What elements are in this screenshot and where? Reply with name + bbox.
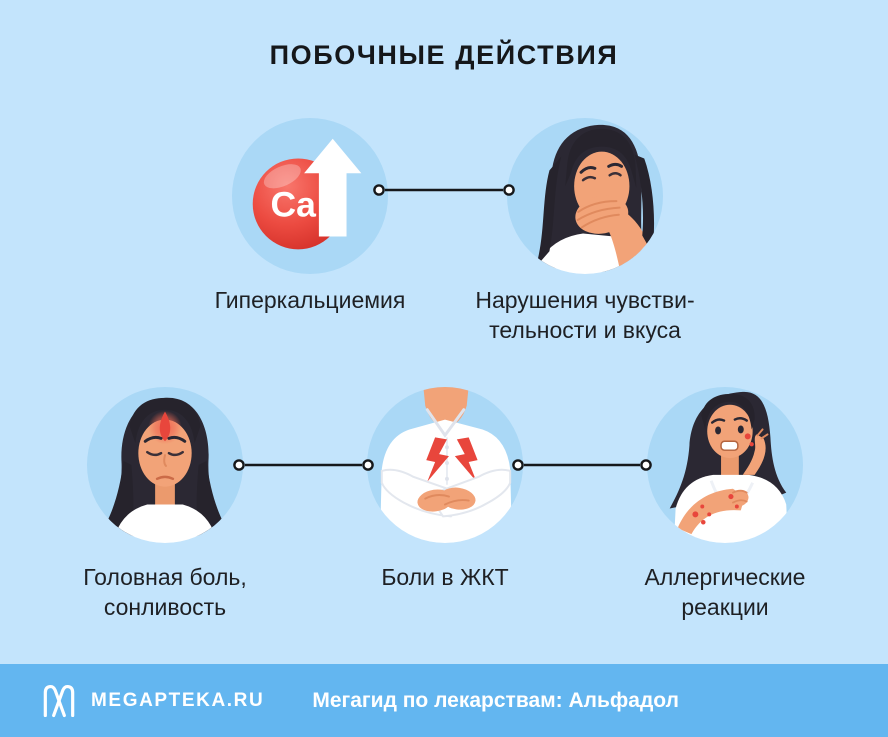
label-hypercalcemia: Гиперкальциемия bbox=[214, 287, 406, 313]
woman-covering-mouth-icon bbox=[506, 117, 664, 275]
circle-headache bbox=[86, 386, 244, 544]
footer-bar: MEGAPTEKA.RU Мегагид по лекарствам: Альф… bbox=[0, 664, 888, 737]
circle-gi-pain bbox=[366, 386, 524, 544]
connector-line bbox=[233, 459, 374, 471]
connector-line bbox=[512, 459, 652, 471]
megapteka-logo-icon bbox=[43, 684, 75, 717]
calcium-up-icon: Ca bbox=[231, 117, 389, 275]
circle-sensory-disturbance bbox=[506, 117, 664, 275]
circle-hypercalcemia: Ca bbox=[231, 117, 389, 275]
label-gi-pain: Боли в ЖКТ bbox=[381, 564, 509, 590]
stomach-pain-icon bbox=[366, 386, 524, 544]
label-allergy: Аллергические реакции bbox=[644, 564, 806, 620]
page-title: ПОБОЧНЫЕ ДЕЙСТВИЯ bbox=[269, 40, 619, 70]
connector-line bbox=[373, 184, 515, 196]
label-sensory-disturbance: Нарушения чувстви- тельности и вкуса bbox=[475, 287, 695, 343]
circle-allergy bbox=[646, 386, 804, 544]
woman-headache-icon bbox=[86, 386, 244, 544]
ca-label: Ca bbox=[270, 185, 316, 225]
woman-allergy-icon bbox=[646, 386, 804, 544]
footer-caption: Мегагид по лекарствам: Альфадол bbox=[312, 688, 679, 712]
brand-name: MEGAPTEKA.RU bbox=[91, 689, 265, 711]
label-headache: Головная боль, сонливость bbox=[83, 564, 247, 620]
